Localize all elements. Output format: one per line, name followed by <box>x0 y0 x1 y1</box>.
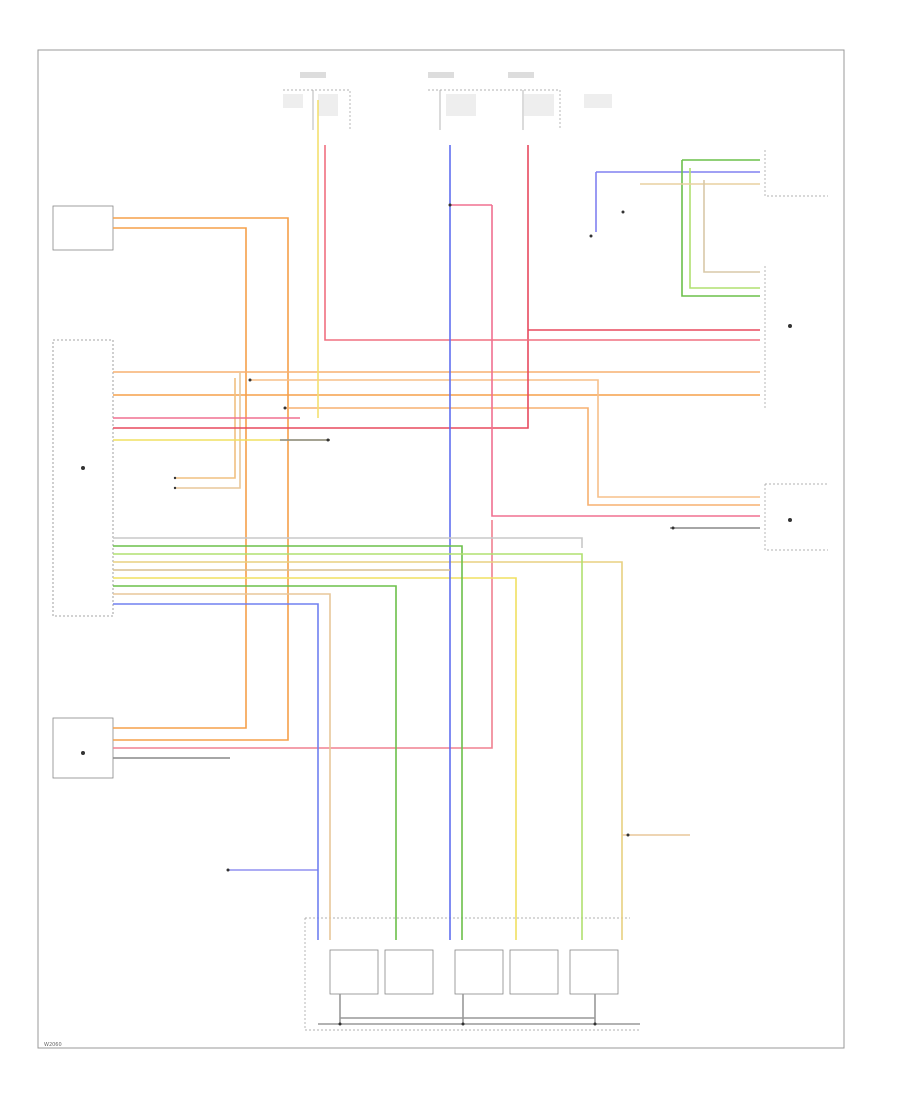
bottom-module-1 <box>329 949 379 995</box>
bottom-module-3 <box>454 949 504 995</box>
bottom-module-2 <box>384 949 434 995</box>
component-box-bottom-left <box>52 717 114 779</box>
bottom-left-connector-dot <box>81 751 85 755</box>
component-box-top-left <box>52 205 114 251</box>
module-connector-dot <box>81 466 85 470</box>
bottom-module-4 <box>509 949 559 995</box>
right-module-bottom <box>764 483 828 551</box>
diagram-frame <box>37 49 845 1049</box>
right-middle-dot <box>788 324 792 328</box>
right-bottom-dot <box>788 518 792 522</box>
fuse-block-top <box>283 72 612 130</box>
splice-points <box>173 203 675 1026</box>
wires <box>113 100 760 1025</box>
bottom-module-5 <box>569 949 619 995</box>
diagram-id: W2060 <box>44 1042 62 1048</box>
bottom-module-outer <box>304 917 640 1031</box>
right-module-top <box>764 150 828 197</box>
component-box-left-module <box>52 339 114 617</box>
